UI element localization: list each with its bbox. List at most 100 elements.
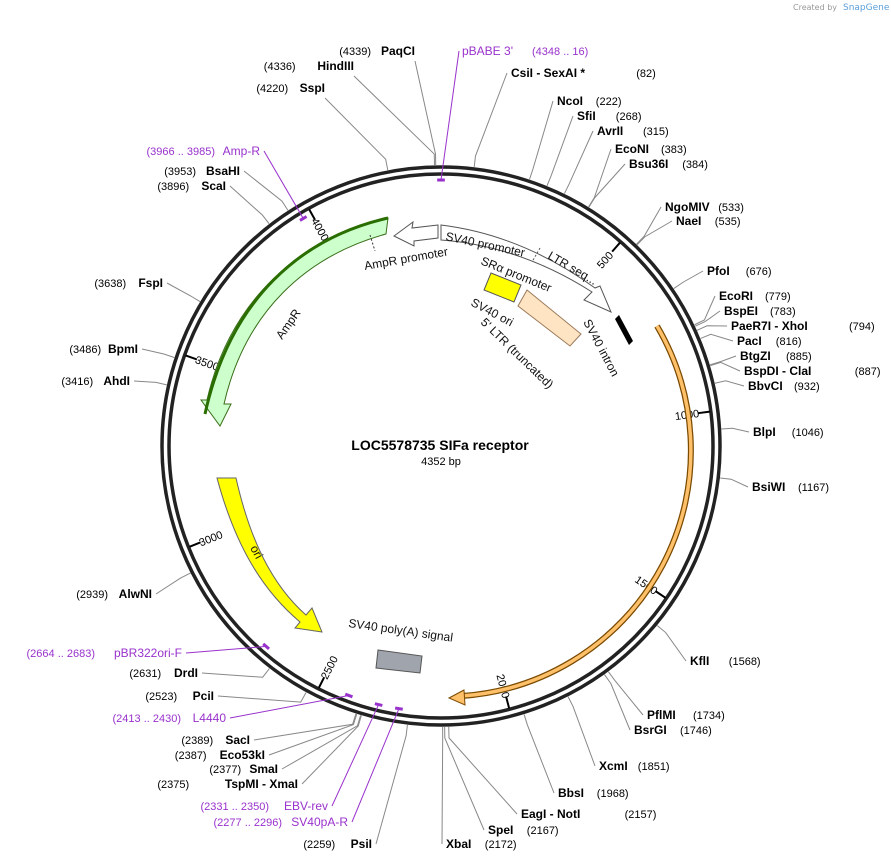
enzyme-leader xyxy=(721,427,750,433)
enzyme-site: TspMI - XmaI(2375) xyxy=(157,777,298,791)
site-labels: PaqCI(4339)HindIII(4336) SspI(4220) CsiI -… xyxy=(27,44,881,851)
enzyme-position: (1734) xyxy=(693,710,725,722)
enzyme-position: (779) xyxy=(765,291,791,303)
enzyme-position: (783) xyxy=(770,306,796,318)
enzyme-name: BsaHI xyxy=(206,164,240,178)
enzyme-site: HindIII(4336) xyxy=(264,59,354,73)
tick-label: 2500 xyxy=(319,654,341,681)
enzyme-leader xyxy=(714,380,745,387)
primer-name: pBR322ori-F xyxy=(114,646,182,660)
enzyme-name: FspI xyxy=(138,276,163,290)
primer-site: SV40pA-R(2277 .. 2296) xyxy=(214,815,349,829)
sv40-polya-block xyxy=(375,649,423,674)
enzyme-position: (3953) xyxy=(164,166,196,178)
enzyme-site: KflI(1568) xyxy=(690,654,761,668)
enzyme-name: Eco53kI xyxy=(220,748,265,762)
primer-leader xyxy=(229,695,349,719)
enzyme-leader xyxy=(588,148,612,208)
enzyme-name: PaeR7I - XhoI xyxy=(731,319,808,333)
enzyme-leader xyxy=(301,715,362,785)
enzyme-name: KflI xyxy=(690,654,709,668)
enzyme-leader xyxy=(700,333,734,342)
enzyme-position: (1851) xyxy=(638,761,670,773)
enzyme-position: (1167) xyxy=(798,482,829,494)
tick-4000 xyxy=(308,208,316,221)
enzyme-name: BlpI xyxy=(753,425,776,439)
enzyme-site: PaeR7I - XhoI(794) xyxy=(731,319,875,333)
enzyme-leader xyxy=(473,72,508,168)
enzyme-name: SpeI xyxy=(488,823,513,837)
enzyme-site: XcmI(1851) xyxy=(599,759,670,773)
enzyme-site: BlpI (1046) xyxy=(753,425,824,439)
enzyme-site: FspI(3638) xyxy=(94,276,163,290)
enzyme-position: (2157) xyxy=(625,809,657,821)
enzyme-leader xyxy=(281,715,362,770)
plasmid-name: LOC5578735 SIFa receptor xyxy=(351,437,529,453)
enzyme-site: SspI(4220) xyxy=(256,81,325,95)
polya-label: SV40 poly(A) signal xyxy=(348,616,454,645)
enzyme-position: (383) xyxy=(661,144,687,156)
primer-site: pBR322ori-F(2664 .. 2683) xyxy=(27,646,183,660)
enzyme-site: SacI(2389) xyxy=(181,733,250,747)
enzyme-name: AvrII xyxy=(597,124,623,138)
enzyme-leader xyxy=(696,325,728,331)
enzyme-leader xyxy=(441,726,444,845)
enzyme-leader xyxy=(243,170,289,211)
enzyme-position: (1046) xyxy=(792,427,824,439)
primer-name: pBABE 3' xyxy=(462,44,513,58)
enzyme-leader xyxy=(201,668,270,678)
enzyme-name: BtgZI xyxy=(740,349,771,363)
enzyme-site: BsrGI(1746) xyxy=(634,723,712,737)
enzyme-leader xyxy=(694,295,716,326)
enzyme-position: (1968) xyxy=(597,788,629,800)
tick-3500 xyxy=(185,354,198,361)
enzyme-position: (268) xyxy=(616,111,642,123)
enzyme-leader xyxy=(324,97,389,171)
enzyme-site: EagI - NotI(2157) xyxy=(521,807,656,821)
enzyme-leader xyxy=(546,115,574,186)
plasmid-size: 4352 bp xyxy=(421,456,461,468)
enzyme-position: (3896) xyxy=(157,181,189,193)
enzyme-position: (2631) xyxy=(129,668,161,680)
enzyme-site: BpmI(3486) xyxy=(69,342,138,356)
enzyme-site: Eco53kI(2387) xyxy=(175,748,265,762)
enzyme-position: (82) xyxy=(636,68,656,80)
sv40-promoter-arrow xyxy=(440,224,612,313)
primer-mark xyxy=(374,702,383,707)
enzyme-site: BspEI (783) xyxy=(724,304,796,318)
enzyme-leader xyxy=(636,206,662,245)
enzyme-site: BbvCI(932) xyxy=(748,379,820,393)
enzyme-name: BpmI xyxy=(108,342,138,356)
backbone xyxy=(160,165,722,727)
enzyme-position: (887) xyxy=(855,366,881,378)
primer-leader xyxy=(263,150,304,219)
enzyme-position: (2167) xyxy=(527,825,559,837)
primer-mark xyxy=(344,692,353,699)
credit-brand: SnapGene xyxy=(843,3,890,13)
enzyme-site: PacI(816) xyxy=(737,334,801,348)
enzyme-name: ScaI xyxy=(201,179,226,193)
enzyme-site: DrdI(2631) xyxy=(129,666,198,680)
enzyme-position: (1746) xyxy=(680,725,712,737)
primer-range: (3966 .. 3985) xyxy=(147,146,216,158)
primer-range: (2277 .. 2296) xyxy=(214,817,283,829)
enzyme-site: CsiI - SexAI *(82) xyxy=(511,66,656,80)
enzyme-leader xyxy=(607,671,644,716)
enzyme-leader xyxy=(563,130,594,194)
enzyme-name: BspEI xyxy=(724,304,758,318)
enzyme-name: SfiI xyxy=(577,109,596,123)
enzyme-position: (2389) xyxy=(181,735,213,747)
ampr-label: AmpR xyxy=(273,306,304,342)
enzyme-name: HindIII xyxy=(317,59,354,73)
tick-500 xyxy=(611,241,621,253)
tick-label: 500 xyxy=(595,250,616,272)
insert-arrowhead xyxy=(447,689,466,706)
enzyme-site: AhdI(3416) xyxy=(61,374,130,388)
enzyme-site: NaeI(535) xyxy=(676,214,740,228)
enzyme-site: PaqCI(4339) xyxy=(339,44,415,58)
enzyme-name: PacI xyxy=(737,334,762,348)
enzyme-name: PflMI xyxy=(647,708,676,722)
ampr-promoter-divider xyxy=(369,234,376,252)
primer-range: (4348 .. 16) xyxy=(532,46,588,58)
enzyme-name: BbvCI xyxy=(748,379,783,393)
